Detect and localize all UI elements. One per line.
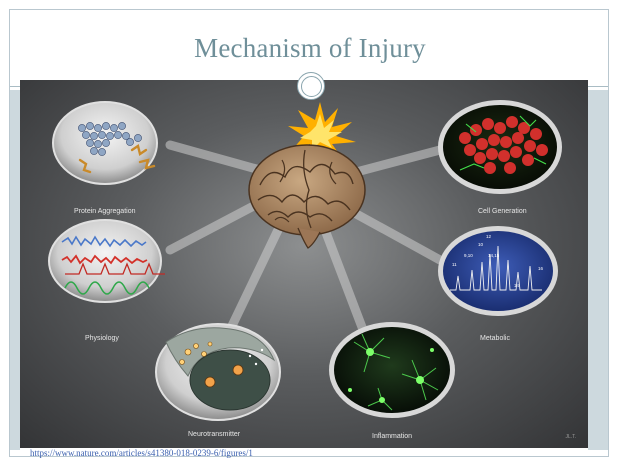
metabolic-peak-label: 14,15 [488, 253, 500, 258]
panel-label-cell-generation: Cell Generation [478, 208, 527, 215]
mechanism-figure: 12 10 9,10 14,15 11 16 14 [20, 80, 588, 448]
panel-metabolic: 12 10 9,10 14,15 11 16 14 [438, 226, 558, 316]
metabolic-peak-label: 9,10 [464, 253, 473, 258]
metabolic-peak-label: 16 [538, 266, 544, 271]
panel-physiology [49, 220, 165, 302]
decorative-strip-right [588, 90, 608, 450]
panel-protein-aggregation [53, 102, 157, 184]
figure-credit: JL.T. [565, 434, 576, 440]
panel-label-metabolic: Metabolic [480, 335, 510, 342]
panel-neurotransmitter [156, 324, 280, 420]
panel-label-inflammation: Inflammation [372, 433, 412, 440]
panel-label-physiology: Physiology [85, 335, 119, 342]
metabolic-peak-label: 11 [452, 262, 457, 267]
metabolic-peak-label: 10 [478, 242, 484, 247]
metabolic-peak-label: 14 [514, 283, 520, 288]
slide-title: Mechanism of Injury [0, 33, 620, 64]
decorative-strip-left [10, 90, 20, 450]
panel-label-neurotransmitter: Neurotransmitter [188, 431, 240, 438]
panel-inflammation [329, 322, 455, 418]
panel-cell-generation [438, 100, 562, 194]
metabolic-peak-label: 12 [486, 234, 492, 239]
source-link[interactable]: https://www.nature.com/articles/s41380-0… [30, 448, 253, 458]
title-ornament-icon [297, 72, 325, 100]
figure-illustration: 12 10 9,10 14,15 11 16 14 [20, 80, 588, 448]
brain-icon [249, 145, 365, 248]
panel-label-protein-aggregation: Protein Aggregation [74, 208, 136, 215]
